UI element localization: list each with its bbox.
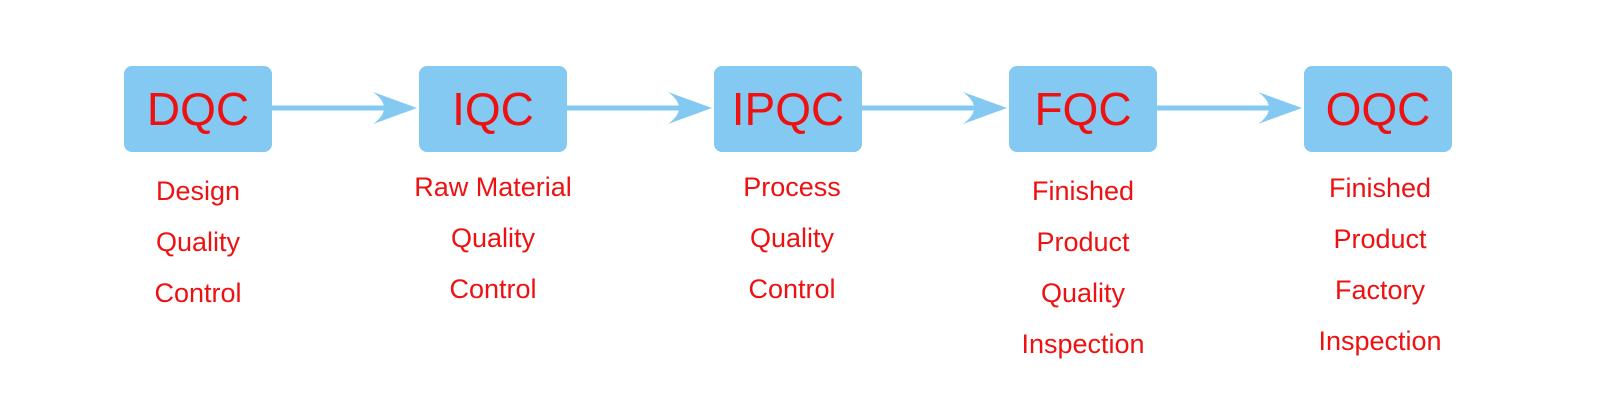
arrow-head-icon <box>668 92 712 124</box>
description-line: Control <box>449 274 537 304</box>
description-line: Quality <box>1040 278 1126 308</box>
description-line: Quality <box>155 227 241 257</box>
stage-code-dqc: DQC <box>146 83 250 135</box>
stage-box-iqc: IQC <box>419 66 567 152</box>
description-line: Finished <box>1031 176 1135 206</box>
description-line: Quality <box>749 223 835 253</box>
description-line: Quality <box>450 223 536 253</box>
stage-box-fqc: FQC <box>1009 66 1157 152</box>
stage-description-oqc: Finished Product Factory Inspection <box>1270 163 1490 367</box>
stage-box-dqc: DQC <box>124 66 272 152</box>
stage-description-dqc: Design Quality Control <box>88 166 308 319</box>
stage-box-ipqc: IPQC <box>714 66 862 152</box>
description-line: Inspection <box>1021 329 1145 359</box>
description-line: Factory <box>1334 275 1426 305</box>
description-line: Control <box>154 278 242 308</box>
description-line: Product <box>1333 224 1427 254</box>
stage-code-oqc: OQC <box>1325 83 1431 135</box>
description-line: Control <box>748 274 836 304</box>
description-line: Finished <box>1328 173 1432 203</box>
arrow-head-icon <box>1258 92 1302 124</box>
description-line: Inspection <box>1318 326 1442 356</box>
description-line: Product <box>1036 227 1130 257</box>
stage-description-iqc: Raw Material Quality Control <box>383 162 603 315</box>
stage-description-fqc: Finished Product Quality Inspection <box>973 166 1193 370</box>
stage-description-ipqc: Process Quality Control <box>682 162 902 315</box>
arrow-head-icon <box>373 92 417 124</box>
description-line: Raw Material <box>414 172 572 202</box>
stage-code-iqc: IQC <box>452 83 534 135</box>
stage-box-oqc: OQC <box>1304 66 1452 152</box>
stage-code-fqc: FQC <box>1034 83 1132 135</box>
description-line: Design <box>155 176 241 206</box>
arrow-head-icon <box>963 92 1007 124</box>
description-line: Process <box>743 172 841 202</box>
stage-code-ipqc: IPQC <box>731 83 845 135</box>
